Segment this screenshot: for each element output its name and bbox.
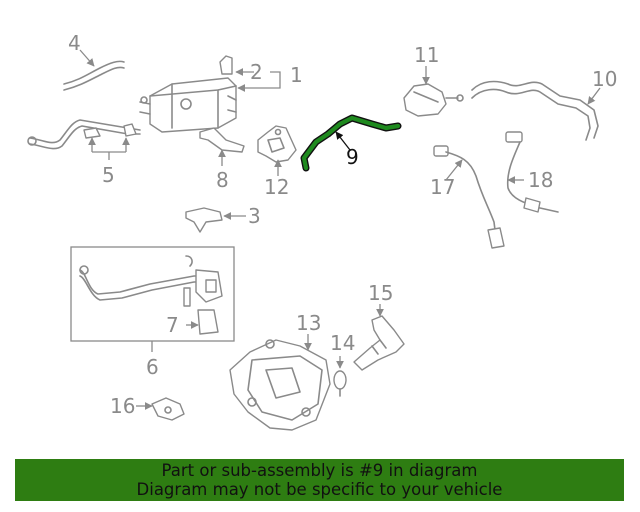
- part-17-sensor[interactable]: 17: [430, 145, 505, 249]
- callout-18: 18: [528, 168, 553, 192]
- callout-7: 7: [166, 313, 179, 337]
- callout-10: 10: [592, 67, 617, 91]
- callout-1-group: 1: [237, 63, 303, 92]
- part-10-hose[interactable]: 10: [471, 67, 617, 141]
- part-2-clip[interactable]: 2: [219, 55, 263, 84]
- callout-11: 11: [414, 43, 439, 67]
- part-3-bracket[interactable]: 3: [185, 204, 261, 233]
- part-9-hose-highlighted[interactable]: 9: [300, 114, 402, 172]
- callout-9: 9: [346, 145, 359, 169]
- callout-6: 6: [146, 355, 159, 379]
- part-5-pipe[interactable]: 5: [27, 119, 141, 187]
- part-15-hose[interactable]: 15: [353, 281, 405, 371]
- part-1-canister[interactable]: [139, 77, 237, 133]
- callout-3: 3: [248, 204, 261, 228]
- part-info-banner: Part or sub-assembly is #9 in diagram Di…: [15, 459, 624, 501]
- callout-13: 13: [296, 311, 321, 335]
- part-13-canister-assembly[interactable]: 13: [229, 311, 331, 431]
- banner-line-1: Part or sub-assembly is #9 in diagram: [161, 461, 478, 480]
- callout-1: 1: [290, 63, 303, 87]
- callout-14: 14: [330, 331, 355, 355]
- part-6-subassembly[interactable]: 7 6: [70, 246, 235, 379]
- callout-17: 17: [430, 175, 455, 199]
- callout-2: 2: [250, 60, 263, 84]
- part-8-bracket[interactable]: 8: [199, 127, 245, 192]
- part-16-sensor[interactable]: 16: [110, 394, 185, 421]
- callout-5: 5: [102, 163, 115, 187]
- part-11-valve[interactable]: 11: [403, 43, 464, 117]
- callout-8: 8: [216, 168, 229, 192]
- callout-4: 4: [68, 31, 81, 55]
- callout-16: 16: [110, 394, 135, 418]
- part-4-hose[interactable]: 4: [63, 31, 125, 91]
- part-14-grommet[interactable]: 14: [330, 331, 355, 397]
- part-12-bracket[interactable]: 12: [257, 125, 297, 199]
- parts-diagram: 4 2 1 5 8: [27, 31, 617, 431]
- callout-15: 15: [368, 281, 393, 305]
- part-18-harness[interactable]: 18: [505, 131, 559, 213]
- callout-12: 12: [264, 175, 289, 199]
- banner-line-2: Diagram may not be specific to your vehi…: [136, 480, 503, 499]
